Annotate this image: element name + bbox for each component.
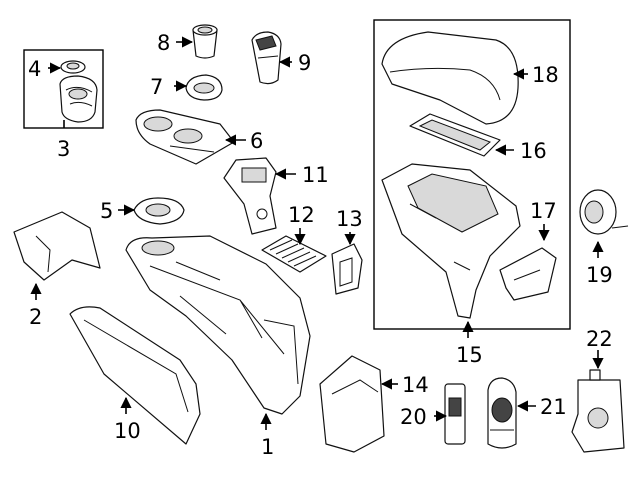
callout-14: 14 (402, 373, 429, 397)
callout-18: 18 (532, 63, 559, 87)
callout-16: 16 (520, 139, 547, 163)
part-19-tape-roll (579, 189, 629, 235)
callout-22: 22 (586, 327, 613, 351)
callout-15: 15 (456, 343, 483, 367)
callout-3: 3 (57, 137, 70, 161)
part-20-switch-strip (444, 383, 466, 445)
callout-8: 8 (157, 31, 170, 55)
callout-5: 5 (100, 199, 113, 223)
callout-6: 6 (250, 129, 263, 153)
part-10-long-panel (69, 306, 201, 445)
part-22-module (571, 369, 625, 453)
callout-2: 2 (29, 305, 42, 329)
callout-7: 7 (150, 75, 163, 99)
part-11-bracket (223, 157, 277, 235)
part-4-cap (60, 60, 86, 74)
part-3-cup-insert (59, 75, 98, 123)
callout-17: 17 (530, 199, 557, 223)
callout-11: 11 (302, 163, 329, 187)
callout-19: 19 (586, 263, 613, 287)
part-8-cup (192, 24, 218, 59)
callout-9: 9 (298, 51, 311, 75)
part-7-ring (185, 74, 223, 101)
part-9-travel-cup (251, 31, 282, 85)
callout-21: 21 (540, 395, 567, 419)
part-21-shifter (487, 377, 517, 449)
part-16-pad (409, 113, 501, 157)
callout-13: 13 (336, 207, 363, 231)
callout-10: 10 (114, 419, 141, 443)
part-18-armrest-lid (381, 31, 519, 125)
part-1-console-body (125, 235, 311, 415)
part-17-bracket (499, 247, 557, 301)
part-12-mat (261, 235, 327, 273)
part-14-trim (319, 355, 385, 453)
part-5-bezel (133, 197, 185, 225)
callout-12: 12 (288, 203, 315, 227)
callout-1: 1 (261, 435, 274, 459)
callout-20: 20 (400, 405, 427, 429)
part-6-tray (135, 109, 235, 165)
part-2-side-panel (13, 211, 101, 281)
part-15-storage-bin (381, 163, 521, 319)
callout-4: 4 (28, 57, 41, 81)
part-13-panel (331, 243, 363, 295)
